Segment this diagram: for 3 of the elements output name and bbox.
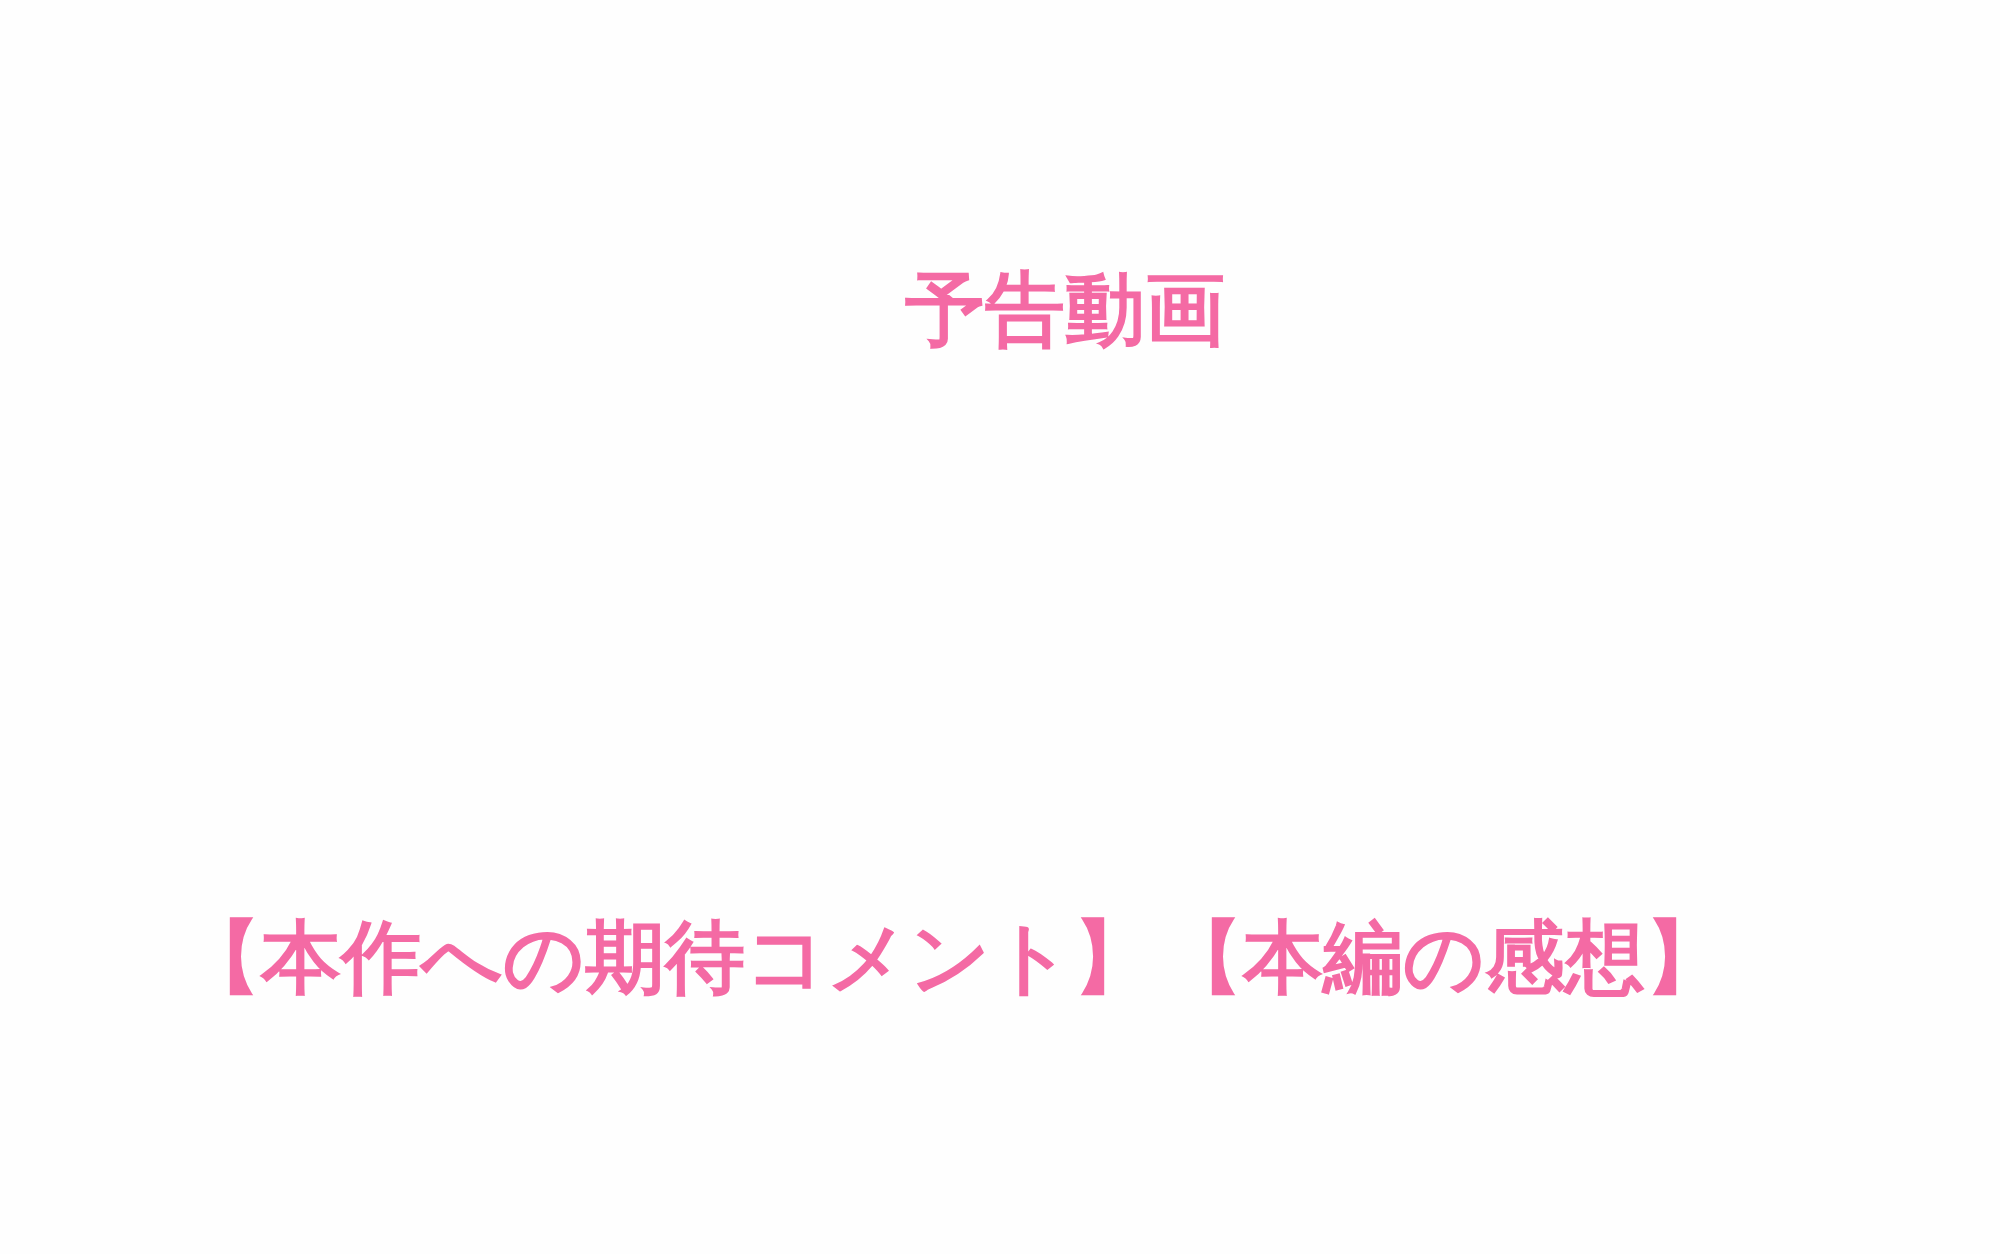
section-heading: 【本編の感想】 <box>1163 918 1725 998</box>
section-heading: 【本作への期待コメント】 <box>181 918 1153 998</box>
heading-text: 予告動画 <box>905 270 1225 350</box>
